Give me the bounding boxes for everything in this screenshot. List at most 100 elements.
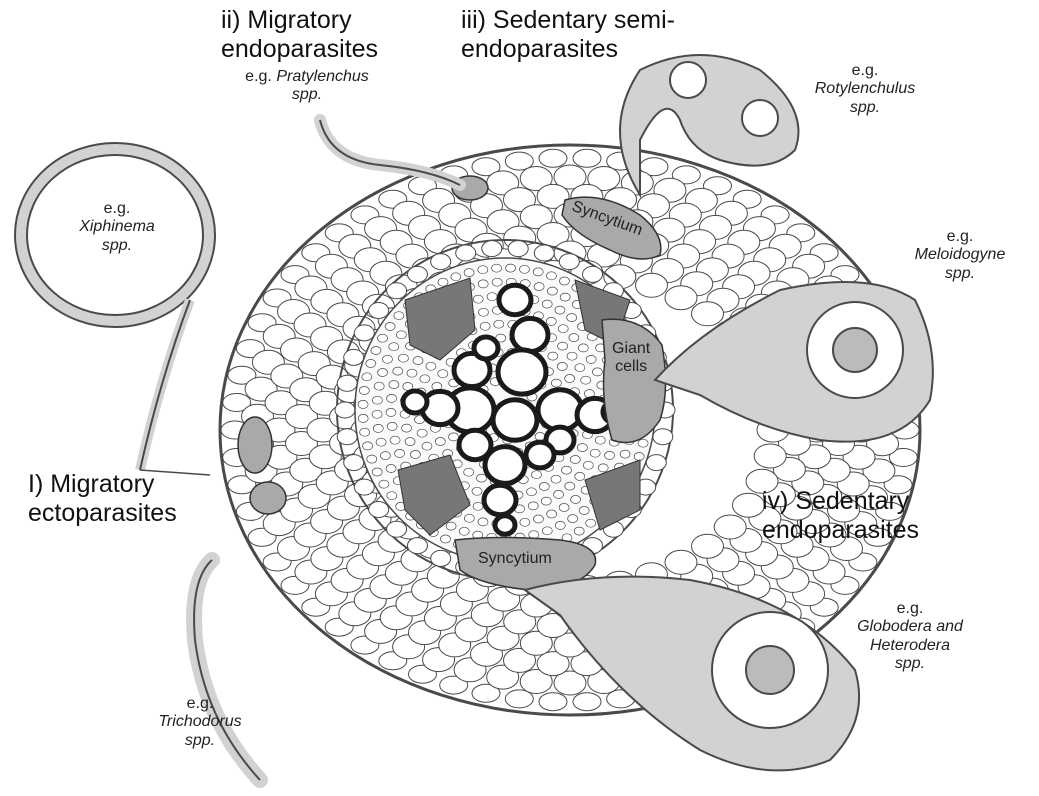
stele-cell: [372, 410, 382, 418]
stele-cell: [386, 465, 396, 473]
semi-endo-title-line2: endoparasites: [461, 35, 675, 64]
globodera-heterodera-example: e.g. Globodera and Heterodera spp.: [840, 600, 980, 674]
endodermis-cell: [408, 266, 428, 282]
endodermis-cell: [534, 245, 554, 261]
stele-cell: [620, 450, 630, 458]
xylem-vessel: [403, 391, 427, 413]
stele-cell: [598, 464, 608, 472]
stele-cell: [472, 487, 482, 495]
meloidogyne-example: e.g. Meloidogyne spp.: [900, 228, 1020, 283]
eg-text: e.g.: [840, 600, 980, 618]
stele-cell: [373, 424, 383, 432]
cortex-cell: [692, 534, 724, 558]
stele-cell: [506, 264, 516, 272]
stele-cell: [574, 527, 584, 535]
cortex-cell: [636, 273, 668, 297]
stele-cell: [539, 483, 549, 491]
stele-cell: [533, 268, 543, 276]
stele-cell: [459, 527, 469, 535]
stele-cell: [374, 382, 384, 390]
stele-cell: [557, 363, 567, 371]
migratory-ecto-title-line2: ectoparasites: [28, 499, 177, 528]
stele-cell: [547, 510, 557, 518]
stele-cell: [560, 277, 570, 285]
stele-cell: [558, 342, 568, 350]
sedentary-endo-title-line2: endoparasites: [762, 516, 919, 545]
stele-cell: [542, 300, 552, 308]
stele-cell: [577, 444, 587, 452]
cortex-cell: [714, 515, 746, 539]
endodermis-cell: [508, 241, 528, 257]
stele-cell: [520, 518, 530, 526]
migratory-ecto-title-line1: I) Migratory: [28, 470, 177, 499]
stele-cell: [568, 515, 578, 523]
stele-cell: [376, 438, 386, 446]
epidermis-cell: [573, 149, 601, 167]
stele-cell: [583, 461, 593, 469]
rotylenchulus-example: e.g. Rotylenchulus spp.: [800, 62, 930, 117]
stele-cell: [395, 449, 405, 457]
stele-cell: [586, 519, 596, 527]
stele-cell: [359, 387, 369, 395]
endodermis-cell: [653, 429, 673, 445]
stele-cell: [473, 502, 483, 510]
stele-cell: [567, 352, 577, 360]
xiphinema-tail: [140, 300, 190, 470]
stele-cell: [595, 436, 605, 444]
cortex-cell: [733, 493, 765, 517]
giant-cells-line2: cells: [612, 358, 650, 376]
stele-cell: [390, 436, 400, 444]
stele-cell: [575, 472, 585, 480]
stele-cell: [407, 369, 417, 377]
stele-cell: [487, 293, 497, 301]
stele-cell: [394, 312, 404, 320]
stele-cell: [551, 475, 561, 483]
stele-cell: [464, 269, 474, 277]
stele-cell: [380, 452, 390, 460]
stele-cell: [554, 490, 564, 498]
stele-cell: [422, 442, 432, 450]
endodermis-cell: [335, 402, 355, 418]
stele-cell: [378, 369, 388, 377]
eg-text: e.g.: [135, 695, 265, 713]
xylem-vessel: [484, 485, 516, 514]
stele-cell: [551, 379, 561, 387]
semi-endo-title-line1: iii) Sedentary semi-: [461, 6, 675, 35]
xylem-vessel: [474, 337, 498, 359]
stele-cell: [567, 314, 577, 322]
stele-cell: [571, 496, 581, 504]
endodermis-cell: [583, 266, 603, 282]
cortex-cell: [665, 286, 697, 310]
stele-cell: [420, 375, 430, 383]
stele-cell: [398, 354, 408, 362]
endodermis-cell: [431, 550, 451, 566]
stele-cell: [478, 518, 488, 526]
stele-cell: [366, 360, 376, 368]
epidermis-cell: [573, 693, 601, 711]
endodermis-cell: [337, 429, 357, 445]
stele-cell: [575, 364, 585, 372]
pratylenchus-nematode: [320, 120, 460, 185]
globodera-egg-inner: [746, 646, 794, 694]
stele-cell: [438, 370, 448, 378]
stele-cell: [360, 428, 370, 436]
cortex-feeding-site: [238, 417, 272, 473]
stele-cell: [565, 482, 575, 490]
stele-cell: [534, 515, 544, 523]
migratory-endo-title-line1: ii) Migratory: [221, 6, 378, 35]
stele-cell: [451, 273, 461, 281]
stele-cell: [385, 323, 395, 331]
pratylenchus-example: e.g. Pratylenchus spp.: [222, 68, 392, 105]
stele-cell: [592, 368, 602, 376]
genus-heterodera: Heterodera: [840, 637, 980, 655]
stele-cell: [417, 429, 427, 437]
stele-cell: [547, 287, 557, 295]
stele-cell: [378, 334, 388, 342]
stele-cell: [478, 280, 488, 288]
stele-cell: [478, 266, 488, 274]
stele-cell: [532, 471, 542, 479]
xylem-vessel: [512, 318, 548, 351]
spp-text: spp.: [800, 99, 930, 117]
endodermis-cell: [431, 254, 451, 270]
stele-cell: [534, 283, 544, 291]
